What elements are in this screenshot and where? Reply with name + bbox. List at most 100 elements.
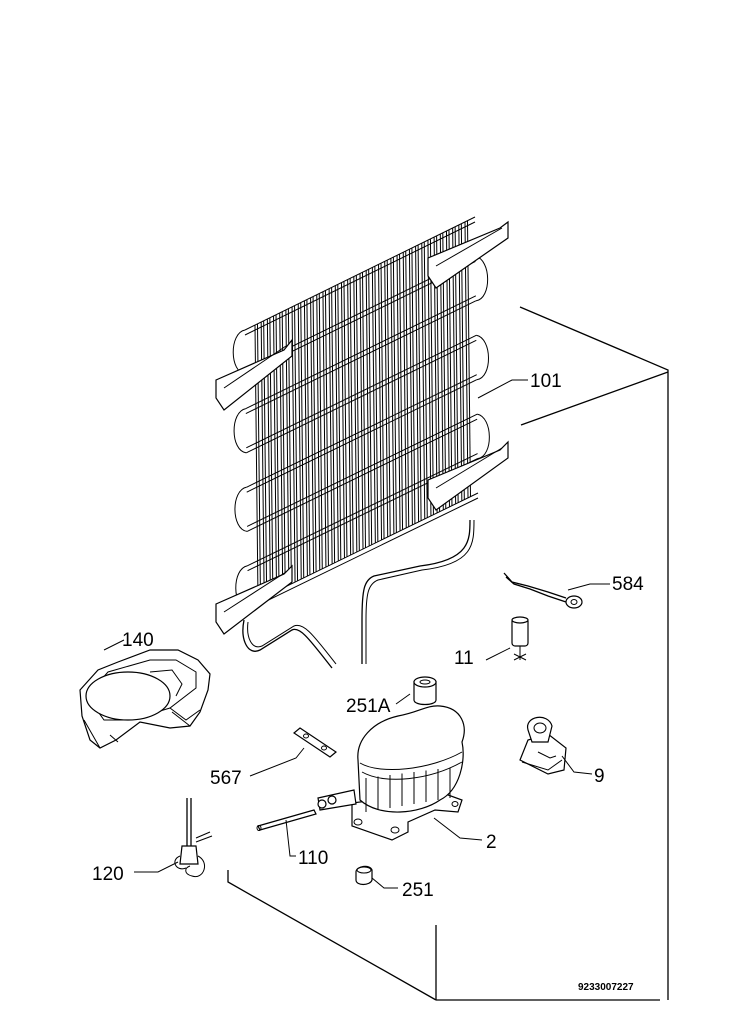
label-9: 9 — [594, 766, 605, 787]
condenser-bend — [234, 486, 248, 532]
condenser-wire — [421, 243, 426, 520]
condenser-wire — [359, 273, 364, 550]
condenser-wire — [380, 263, 385, 540]
sensor-cable — [503, 572, 583, 609]
drip-tray — [79, 649, 211, 749]
condenser-wire — [334, 285, 339, 562]
condenser-wire — [386, 260, 391, 537]
condenser-wire — [396, 255, 401, 532]
condenser-wire — [467, 220, 471, 498]
condenser-tube — [244, 216, 476, 331]
label-2: 2 — [486, 832, 497, 853]
condenser-bend — [476, 413, 490, 460]
condenser-wire — [365, 270, 370, 547]
condenser-wire — [408, 249, 413, 526]
label-251: 251 — [402, 880, 434, 901]
compressor — [317, 705, 465, 841]
label-584: 584 — [612, 574, 644, 595]
condenser-wire — [316, 294, 321, 571]
document-number: 9233007227 — [578, 982, 634, 993]
cabinet-outline — [227, 306, 669, 1001]
grommet-251 — [355, 865, 373, 886]
condenser-wire — [328, 288, 333, 565]
starter-clamp — [519, 716, 567, 775]
condenser-wire — [402, 252, 407, 529]
condenser-wire — [303, 300, 308, 577]
relay — [511, 616, 529, 661]
part-labels: 101 584 11 140 251A 567 9 2 110 120 251 … — [92, 371, 644, 993]
condenser-wire — [392, 257, 397, 534]
condenser-pipe — [361, 519, 471, 664]
condenser-wire — [390, 258, 395, 535]
condenser-tube — [246, 374, 477, 488]
label-110: 110 — [298, 848, 328, 869]
condenser-wire — [429, 239, 434, 516]
condenser-wire — [411, 248, 416, 525]
condenser-bend — [475, 255, 489, 302]
condenser-tube — [246, 334, 477, 449]
condenser-wire — [340, 282, 345, 559]
condenser-tube — [246, 413, 478, 527]
condenser-bracket — [215, 564, 293, 635]
condenser-wire — [417, 245, 422, 522]
condenser-tube — [245, 300, 477, 415]
label-140: 140 — [122, 630, 154, 651]
condenser-wire — [306, 299, 311, 576]
condenser-wire — [399, 254, 404, 531]
condenser-wire — [355, 275, 360, 552]
condenser-bend — [476, 334, 489, 381]
label-11: 11 — [454, 648, 474, 669]
condenser-bracket — [427, 220, 509, 289]
condenser-wire — [349, 278, 354, 555]
condenser-wire — [384, 261, 389, 538]
drier-120 — [174, 798, 213, 878]
condenser-wire — [297, 303, 302, 580]
condenser-tube — [244, 221, 476, 336]
condenser-wire — [300, 302, 305, 579]
label-101: 101 — [530, 371, 562, 392]
condenser-wire — [343, 281, 348, 558]
condenser-wire — [368, 269, 373, 546]
condenser-bend — [233, 408, 247, 454]
condenser-wire — [318, 293, 323, 570]
condenser-tube — [245, 295, 477, 410]
condenser-tube — [246, 379, 477, 493]
grommet-251a — [413, 676, 437, 706]
condenser-tube — [246, 339, 477, 454]
condenser-pipe — [247, 621, 337, 665]
condenser-bracket — [435, 447, 503, 489]
condenser-bracket — [435, 227, 503, 267]
label-251a: 251A — [346, 696, 391, 717]
condenser-wire — [294, 305, 299, 582]
label-120: 120 — [92, 864, 124, 885]
condenser-wire — [374, 266, 379, 543]
tube-110 — [256, 809, 317, 831]
condenser-wire — [415, 246, 420, 523]
bracket-567 — [292, 727, 338, 758]
condenser-bracket — [223, 571, 287, 613]
condenser-bracket — [215, 338, 293, 411]
condenser-wire — [331, 287, 336, 564]
condenser-wire — [310, 297, 315, 574]
leader-lines — [103, 379, 610, 889]
condenser-pipe — [242, 619, 333, 669]
condenser-wire — [427, 240, 432, 517]
label-567: 567 — [210, 768, 242, 789]
condenser-wire — [371, 267, 376, 544]
condenser-grid — [215, 216, 509, 669]
condenser-wire — [312, 296, 317, 573]
condenser-pipe — [365, 519, 475, 664]
condenser-wire — [405, 251, 410, 528]
condenser-bracket — [223, 345, 287, 389]
condenser-tube — [247, 497, 479, 611]
condenser-wire — [353, 276, 358, 553]
condenser-wire — [337, 284, 342, 561]
condenser-tube — [246, 418, 478, 532]
condenser-tube — [247, 453, 478, 567]
condenser-wire — [423, 242, 428, 519]
condenser-wire — [378, 264, 383, 541]
condenser-wire — [324, 290, 329, 567]
condenser-wire — [362, 272, 366, 549]
condenser-wire — [322, 291, 327, 568]
